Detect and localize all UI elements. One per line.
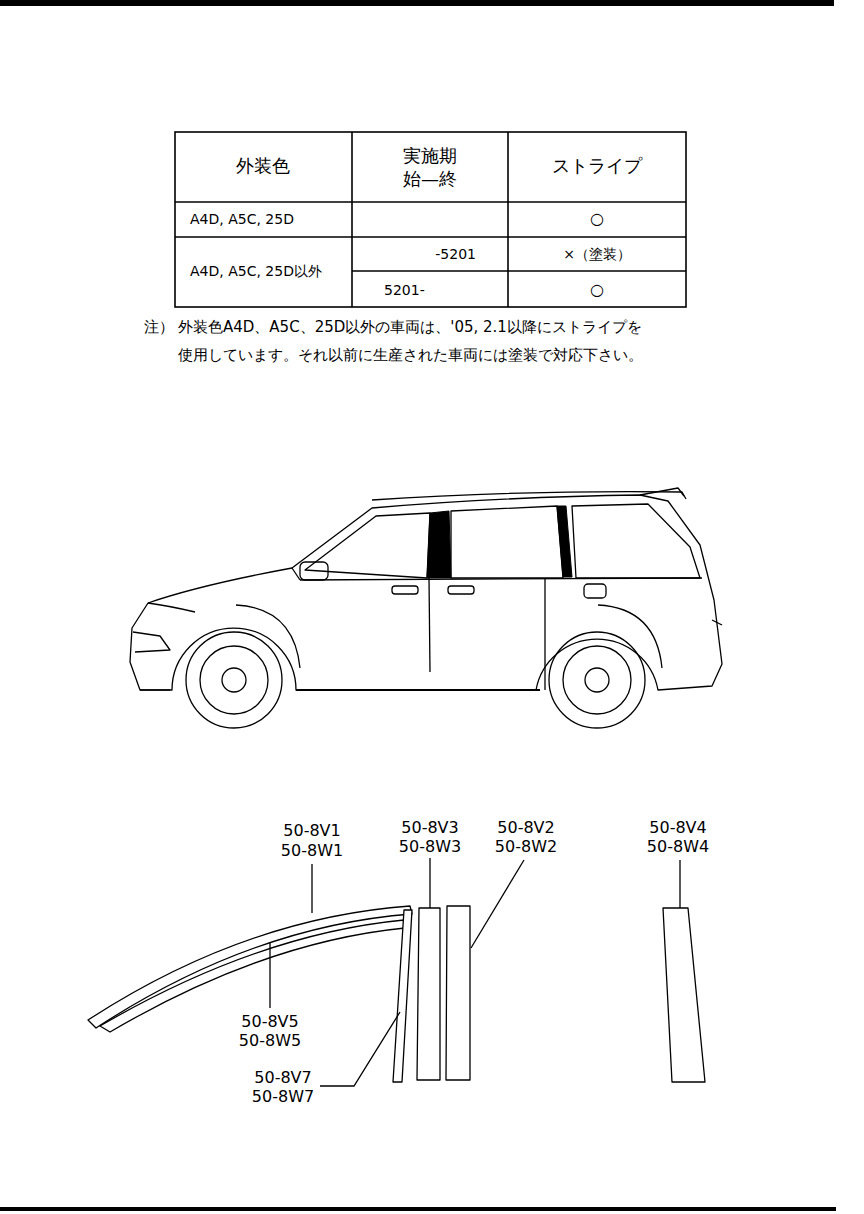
text-line: 実施期 <box>403 144 457 167</box>
table-cell: ○ <box>590 209 604 228</box>
page-rule <box>0 1207 836 1211</box>
pillar-strip <box>663 908 705 1082</box>
leader-lines <box>270 858 680 1086</box>
callout-number: 50-8V3 <box>401 818 458 837</box>
callout-number: 50-8W7 <box>252 1087 314 1106</box>
callout-number: 50-8V5 <box>241 1012 298 1031</box>
table-grid <box>175 132 686 307</box>
callout-number: 50-8W2 <box>495 837 557 856</box>
callout-number: 50-8W1 <box>281 841 343 860</box>
text-line: 使用しています。それ以前に生産された車両には塗装で対応下さい。 <box>178 341 643 369</box>
pillar-strip <box>417 908 440 1080</box>
callout-number: 50-8V1 <box>283 821 340 840</box>
page-rule <box>0 0 834 6</box>
stripe-highlight <box>427 506 572 578</box>
callout-number: 50-8V4 <box>649 818 706 837</box>
table-cell: A4D, A5C, 25D <box>190 211 294 228</box>
table-cell: ×（塗装） <box>563 246 631 263</box>
table-cell: 5201- <box>384 282 425 299</box>
table-cell: A4D, A5C, 25D以外 <box>190 263 322 280</box>
text-line: 始—終 <box>403 167 457 190</box>
callout-number: 50-8W4 <box>647 837 709 856</box>
molding-parts <box>88 906 705 1082</box>
table-header: 実施期 始—終 <box>403 144 457 190</box>
table-cell: -5201 <box>435 246 476 263</box>
text-line: 外装色A4D、A5C、25D以外の車両は、'05, 2.1以降にストライプを <box>178 313 643 341</box>
table-header: 外装色 <box>236 155 290 177</box>
callout-number: 50-8W5 <box>239 1031 301 1050</box>
note-text: 外装色A4D、A5C、25D以外の車両は、'05, 2.1以降にストライプを 使… <box>178 313 643 369</box>
callout-number: 50-8V7 <box>254 1068 311 1087</box>
vehicle-illustration <box>130 488 722 728</box>
pillar-strip <box>393 910 412 1082</box>
note-mark: 注） <box>144 318 174 336</box>
table-cell: ○ <box>590 280 604 299</box>
callout-number: 50-8W3 <box>399 837 461 856</box>
lower-molding <box>100 920 405 1032</box>
table-header: ストライプ <box>552 155 642 177</box>
pillar-strip <box>446 906 470 1080</box>
callout-number: 50-8V2 <box>497 818 554 837</box>
